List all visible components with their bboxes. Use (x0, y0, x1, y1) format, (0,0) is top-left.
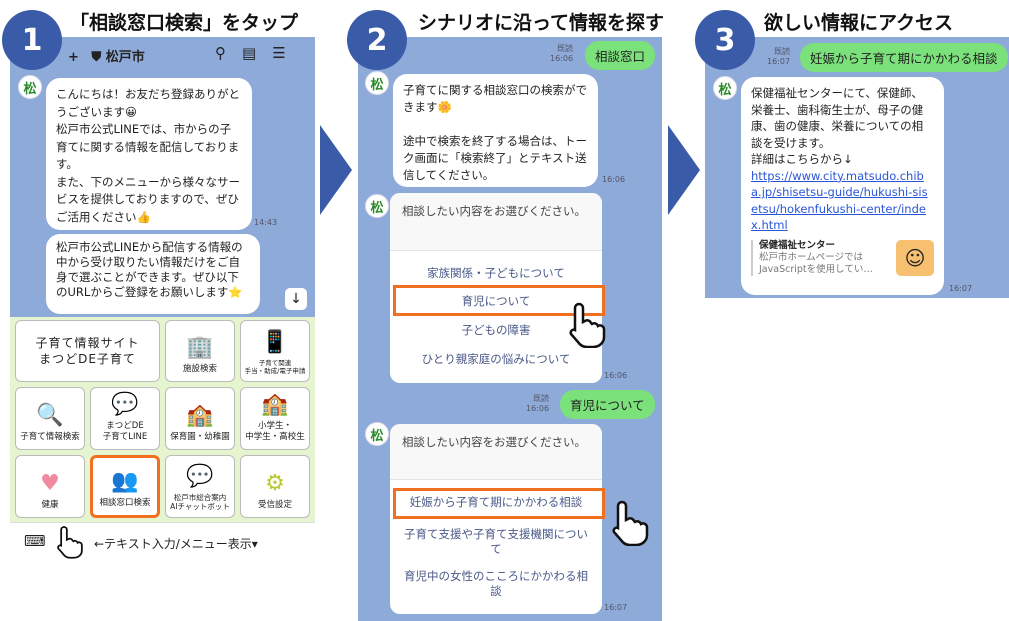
step-2-badge: 2 (347, 10, 407, 70)
next-arrow-icon (668, 125, 700, 215)
avatar: 松 (365, 71, 389, 95)
bot-message: 子育てに関する相談窓口の検索ができます🌼 途中で検索を終了する場合は、トーク画面… (393, 74, 598, 187)
message-time: 16:06 (604, 371, 628, 380)
school-icon: 🏫 (261, 392, 289, 417)
option-mental[interactable]: 育児中の女性のこころにかかわる相談 (404, 569, 588, 598)
message-time: 16:07 (949, 284, 973, 293)
tile-label: 松戸市総合案内 AIチャットボット (170, 493, 230, 511)
plus-icon[interactable]: + (68, 50, 79, 65)
highlight-box (393, 488, 605, 519)
chat-header: + ⛊ 松戸市 (68, 46, 145, 65)
toggle-menu-button[interactable]: ←テキスト入力/メニュー表示▾ (94, 537, 258, 551)
tile-label: 相談窓口検索 (99, 498, 151, 508)
tile-label: 健康 (41, 500, 59, 510)
panel-1-screen: + ⛊ 松戸市 ⚲ ▤ ☰ 松 こんにちは！お友だち登録ありがとうございます😀 … (10, 37, 315, 562)
sent-message: 育児について (560, 390, 655, 419)
tile-label: 施設検索 (182, 364, 217, 374)
chat-icon: 💬 (111, 392, 139, 417)
step-2-title: シナリオに沿って情報を探す (418, 12, 665, 34)
avatar: 松 (713, 76, 737, 100)
option-disability[interactable]: 子どもの障害 (461, 323, 531, 337)
next-arrow-icon (320, 125, 352, 215)
chat-bubbles-icon: 💬 (186, 464, 214, 489)
tile-label: 保育園・幼稚園 (170, 432, 230, 442)
avatar: 松 (365, 422, 389, 446)
bot-reply: 保健福祉センターにて、保健師、栄養士、歯科衛生士が、母子の健康、歯の健康、栄養に… (741, 77, 944, 295)
school-icon: 🏫 (186, 403, 214, 428)
option-family[interactable]: 家族関係・子どもについて (427, 266, 565, 280)
consultation-icon: 👥 (111, 469, 139, 494)
message-bubble: 松戸市公式LINEから配信する情報の中から受け取りたい情報だけをご自身で選ぶこと… (46, 234, 260, 314)
account-name: 松戸市 (105, 50, 145, 65)
step-3-title: 欲しい情報にアクセス (764, 12, 954, 34)
tile-label: まつどDE 子育てLINE (102, 421, 148, 442)
message-bubble: こんにちは！お友だち登録ありがとうございます😀 松戸市公式LINEでは、市からの… (46, 78, 252, 230)
family-illustration-icon: ☺ (896, 239, 934, 276)
step-1-badge: 1 (2, 10, 62, 70)
link-preview[interactable]: 保健福祉センター 松戸市ホームページではJavaScriptを使用してい… ☺ (751, 239, 934, 276)
avatar: 松 (18, 75, 42, 99)
step-3-badge: 3 (695, 10, 755, 70)
option-pregnancy[interactable]: 妊娠から子育て期にかかわる相談 (409, 495, 583, 509)
menu-tile-facility-search[interactable]: 🏢 施設検索 (165, 320, 235, 382)
message-time: 16:07 (604, 603, 628, 612)
choice-card: 相談したい内容をお選びください。 妊娠から子育て期にかかわる相談 子育て支援や子… (390, 424, 602, 614)
menu-tile-ai-chatbot[interactable]: 💬 松戸市総合案内 AIチャットボット (165, 455, 235, 518)
message-time: 16:06 (602, 175, 626, 184)
menu-tile-info-search[interactable]: 🔍 子育て情報検索 (15, 387, 85, 450)
scroll-down-button[interactable]: ↓ (285, 288, 307, 310)
option-support[interactable]: 子育て支援や子育て支援機関について (404, 527, 588, 556)
card-prompt: 相談したい内容をお選びください。 (390, 193, 602, 251)
preview-title: 保健福祉センター (759, 239, 836, 251)
tap-hand-icon (57, 526, 83, 559)
tile-label: 小学生・ 中学生・高校生 (245, 421, 305, 442)
tile-label: 受信設定 (257, 500, 292, 510)
option-childcare[interactable]: 育児について (461, 294, 531, 308)
menu-tile-nursery[interactable]: 🏫 保育園・幼稚園 (165, 387, 235, 450)
tile-label: 子育て関連 手当・助成/電子申請 (244, 359, 306, 375)
sent-message: 妊娠から子育て期にかかわる相談 (800, 43, 1008, 72)
search-icon[interactable]: ⚲ (215, 44, 226, 62)
menu-tile-schools[interactable]: 🏫 小学生・ 中学生・高校生 (240, 387, 310, 450)
keyboard-icon[interactable]: ⌨ (24, 532, 46, 550)
avatar: 松 (365, 194, 389, 218)
magnifier-icon: 🔍 (36, 403, 64, 428)
card-prompt: 相談したい内容をお選びください。 (390, 424, 602, 480)
building-icon: 🏢 (186, 335, 214, 360)
option-single-parent[interactable]: ひとり親家庭の悩みについて (421, 352, 571, 366)
menu-icon[interactable]: ☰ (272, 44, 286, 62)
menu-tile-kosodate-site[interactable]: 子育て情報サイト まつどDE子育て (15, 320, 160, 382)
tap-hand-icon (612, 500, 649, 546)
tap-hand-icon (569, 302, 606, 348)
preview-description: 松戸市ホームページではJavaScriptを使用してい… (759, 251, 873, 275)
tile-label: 子育て情報検索 (20, 432, 80, 442)
message-time: 14:43 (254, 218, 278, 227)
step-1-title: 「相談窓口検索」をタップ (70, 12, 299, 34)
detail-link[interactable]: https://www.city.matsudo.chiba.jp/shiset… (751, 168, 928, 233)
menu-tile-health[interactable]: ♥ 健康 (15, 455, 85, 518)
heart-icon: ♥ (40, 471, 60, 496)
menu-tile-allowance[interactable]: 📱 子育て関連 手当・助成/電子申請 (240, 320, 310, 382)
reply-text: 保健福祉センターにて、保健師、栄養士、歯科衛生士が、母子の健康、歯の健康、栄養に… (751, 86, 924, 166)
highlight-box (393, 285, 605, 316)
notes-icon[interactable]: ▤ (242, 44, 257, 62)
shield-icon: ⛊ (91, 50, 102, 65)
menu-tile-consultation-search[interactable]: 👥 相談窓口検索 (90, 455, 160, 518)
choice-card: 相談したい内容をお選びください。 家族関係・子どもについて 育児について 子ども… (390, 193, 602, 383)
gear-icon: ⚙ (265, 471, 285, 496)
rich-menu: 子育て情報サイト まつどDE子育て 🏢 施設検索 📱 子育て関連 手当・助成/電子申… (10, 317, 315, 522)
menu-tile-settings[interactable]: ⚙ 受信設定 (240, 455, 310, 518)
menu-tile-kosodate-line[interactable]: 💬 まつどDE 子育てLINE (90, 387, 160, 450)
sent-message: 相談窓口 (585, 41, 656, 70)
tablet-icon: 📱 (261, 330, 289, 355)
